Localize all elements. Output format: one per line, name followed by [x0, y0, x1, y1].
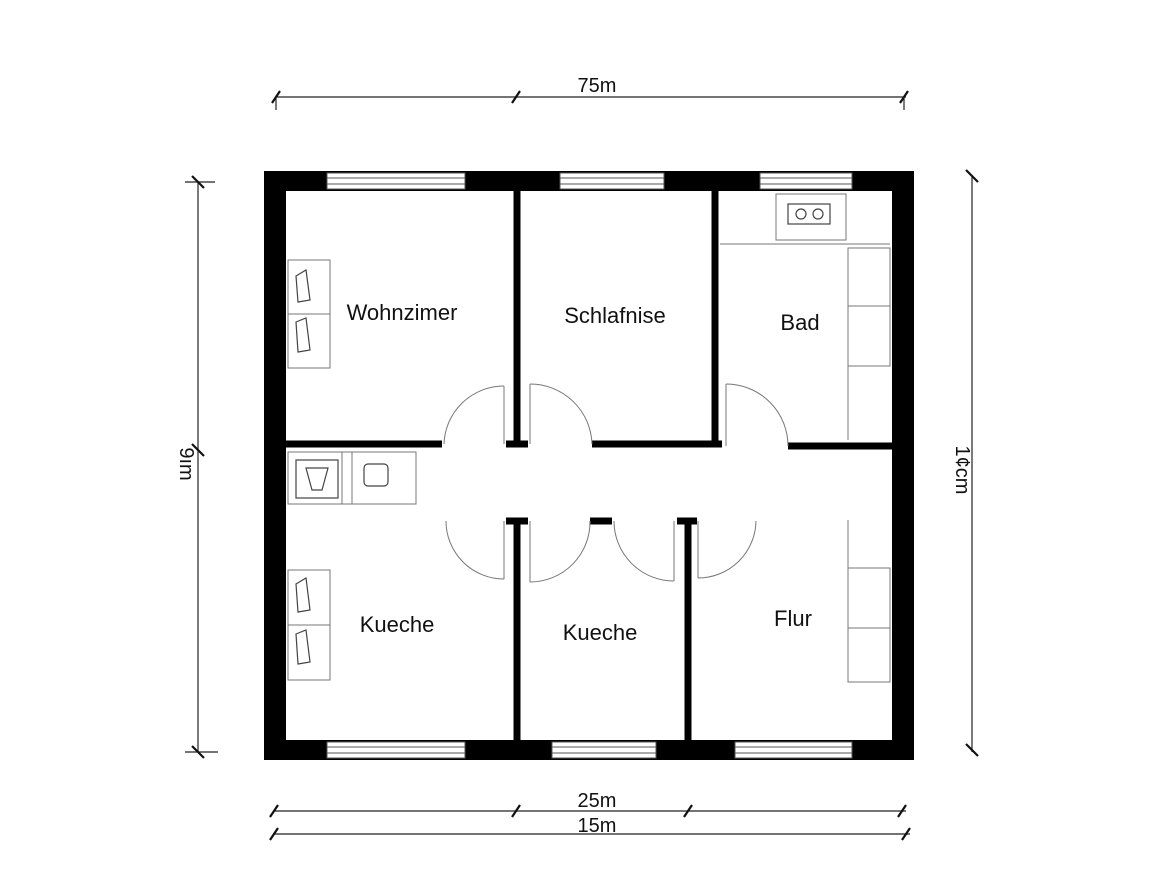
dimension-bottom: 25m 15m	[269, 790, 911, 841]
dimension-bottom-upper-label: 25m	[578, 790, 617, 812]
dimension-left: 9ım	[175, 175, 218, 759]
room-label-schlafnise: Schlafnise	[564, 303, 666, 328]
windows-bottom	[326, 741, 853, 759]
dimension-left-label: 9ım	[175, 447, 197, 480]
bad-cabinet	[847, 247, 891, 440]
room-label-kueche-left: Kueche	[360, 612, 435, 637]
dimension-right: 1¢cm	[951, 169, 979, 757]
door-swings	[443, 383, 789, 583]
bed-kueche	[287, 569, 331, 681]
flur-cabinet	[847, 520, 891, 683]
bed-wohnzimer	[287, 259, 331, 369]
room-label-bad: Bad	[780, 310, 819, 335]
dimension-bottom-lower-label: 15m	[578, 815, 617, 837]
dimension-top: 75m	[271, 75, 909, 110]
room-label-kueche-center: Kueche	[563, 620, 638, 645]
interior-walls	[286, 191, 892, 740]
bad-sink	[720, 193, 890, 245]
room-label-wohnzimer: Wohnzimer	[347, 300, 458, 325]
room-label-flur: Flur	[774, 606, 812, 631]
windows-top	[326, 172, 853, 190]
dimension-top-label: 75m	[578, 75, 617, 97]
kitchen-counter	[287, 451, 417, 505]
dimension-right-label: 1¢cm	[951, 446, 973, 495]
